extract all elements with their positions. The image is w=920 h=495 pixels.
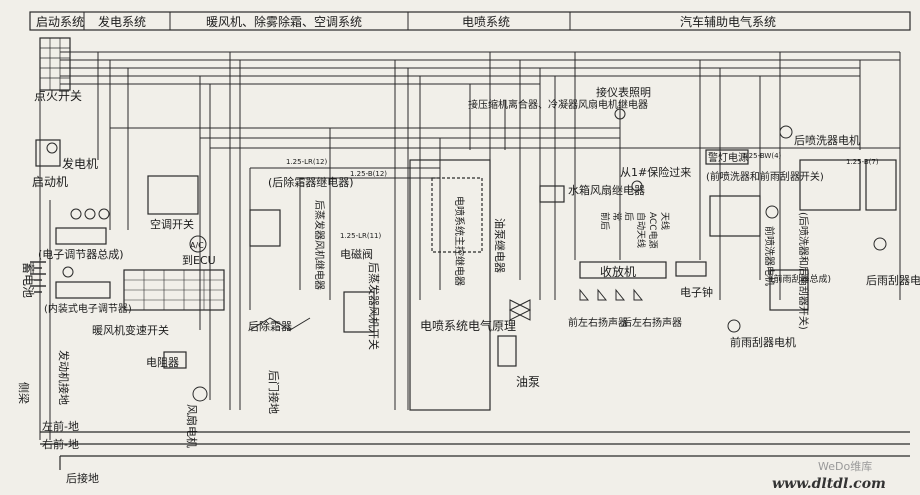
from-fuse-label: 从1#保险过来 bbox=[620, 165, 691, 179]
svg-text:A/C: A/C bbox=[190, 241, 204, 250]
rear-ground-label: 后门接地 bbox=[267, 370, 281, 414]
front-speakers-label: 前左右扬声器 bbox=[568, 316, 628, 329]
dash-lighting-label: 接仪表照明 bbox=[596, 85, 651, 99]
ac-switch-label: 空调开关 bbox=[150, 217, 194, 231]
resistor-label: 电阻器 bbox=[146, 356, 179, 369]
watermark: WeDo维库 www.dltdl.com bbox=[772, 460, 886, 492]
radio-pin-2: 常 bbox=[611, 212, 623, 221]
header-section-generator: 发电系统 bbox=[98, 14, 146, 29]
ac-switch: 空调开关 A/C 到ECU bbox=[147, 175, 216, 267]
wire-code: 1.25-BW(4) bbox=[742, 152, 782, 160]
compressor-relay-label: 接压缩机离合器、冷凝器风扇电机继电器 bbox=[468, 98, 648, 111]
front-wiper-switch-label: (前喷洗器和前雨刮器开关) bbox=[706, 170, 824, 183]
ground-labels: 左前-地 右前-地 后接地 bbox=[42, 419, 99, 485]
header-section-hvac: 暖风机、除雾除霜、空调系统 bbox=[206, 14, 362, 29]
radiator-fan-relay: 水箱风扇继电器 接仪表照明 从1#保险过来 bbox=[539, 85, 691, 203]
ignition-switch: 点火开关 bbox=[34, 37, 82, 103]
header-band: 启动系统 发电系统 暖风机、除雾除霜、空调系统 电喷系统 汽车辅助电气系统 bbox=[29, 11, 911, 31]
front-wiper-motor-label: 前雨刮器电机 bbox=[730, 335, 796, 349]
fuel-pump-label: 油泵 bbox=[516, 375, 540, 389]
rear-defrost-relay-label: (后除霜器继电器) bbox=[268, 175, 354, 189]
wire-codes: 1.25-LR(12) 1.25-B(12) 1.25-LR(11) 1.25-… bbox=[286, 152, 879, 240]
generator-label: 发电机 bbox=[62, 156, 98, 171]
radio-pin-4: 自动天线 bbox=[635, 212, 647, 248]
fan-motor-label: 风扇电机 bbox=[185, 404, 199, 448]
rear-defrost: (后除霜器继电器) 后除霜器 后门接地 后蒸发器风机继电器 后蒸发器风机开关 电… bbox=[248, 175, 381, 414]
radio-pin-3: 后 bbox=[623, 212, 634, 221]
header-section-aux: 汽车辅助电气系统 bbox=[680, 14, 776, 29]
clock-label: 电子钟 bbox=[680, 285, 713, 299]
front-wiper-assembly-label: (前雨刮器总成) bbox=[770, 273, 831, 285]
efi-relay-label: 电喷系统主控继电器 bbox=[453, 196, 466, 286]
front-washer-motor-label: 前喷洗器电机 bbox=[763, 226, 776, 286]
blower-switch-label: 暖风机变速开关 bbox=[92, 323, 169, 337]
rear-washer-motor-label: 后喷洗器电机 bbox=[794, 133, 860, 147]
starter-generator: 发电机 启动机 (电子调节器总成) (内装式电子调节器) bbox=[32, 139, 132, 315]
engine-ground-label: 发动机接地 bbox=[57, 350, 71, 405]
to-ecu-label: 到ECU bbox=[182, 254, 216, 267]
watermark-url: www.dltdl.com bbox=[772, 476, 886, 492]
efi-block: 电喷系统主控继电器 电喷系统电气原理 接压缩机离合器、冷凝器风扇电机继电器 油泵… bbox=[409, 98, 648, 411]
water-valve-label: 电磁阀 bbox=[340, 247, 373, 261]
fuel-pump-relay-label: 油泵继电器 bbox=[493, 218, 507, 273]
watermark-logo: WeDo维库 bbox=[818, 460, 872, 473]
wiper-washer: 警灯电源 (前喷洗器和前雨刮器开关) 前喷洗器电机 (前雨刮器总成) 前雨刮器电… bbox=[705, 125, 920, 349]
battery-label: 蓄电池 bbox=[21, 262, 35, 298]
antenna-label: 天线 bbox=[659, 212, 671, 230]
efi-principle-label: 电喷系统电气原理 bbox=[420, 318, 516, 333]
wire-code: 1.25-LR(12) bbox=[286, 158, 328, 166]
warning-lamp-label: 警灯电源 bbox=[708, 151, 748, 164]
ground-left-front: 左前-地 bbox=[42, 419, 79, 433]
header-section-efi: 电喷系统 bbox=[462, 15, 510, 29]
ground-rails bbox=[40, 431, 910, 470]
radiator-fan-relay-label: 水箱风扇继电器 bbox=[568, 183, 645, 197]
rear-defroster-label: 后除霜器 bbox=[248, 319, 292, 333]
builtin-regulator-label: (内装式电子调节器) bbox=[44, 302, 132, 315]
radio-label: 收放机 bbox=[600, 264, 636, 279]
starter-label: 启动机 bbox=[32, 175, 68, 189]
wire-code: 1.25-B(7) bbox=[846, 158, 879, 166]
ground-rear: 后接地 bbox=[66, 472, 99, 485]
rear-wiper-motor-label: 后雨刮器电机 bbox=[866, 273, 920, 287]
regulator-assembly-label: (电子调节器总成) bbox=[38, 247, 124, 261]
rear-speakers-label: 后左右扬声器 bbox=[622, 316, 682, 329]
header-section-start: 启动系统 bbox=[36, 15, 84, 29]
wire-code: 1.25-B(12) bbox=[350, 170, 387, 178]
rear-ac-relay-label: 后蒸发器风机继电器 bbox=[313, 200, 326, 290]
wire-code: 1.25-LR(11) bbox=[340, 232, 382, 240]
radio-pin-5: ACC电源 bbox=[647, 212, 659, 249]
body-ground-label: 侧梁 bbox=[17, 382, 31, 404]
battery: 蓄电池 bbox=[21, 261, 46, 298]
radio-unit: 收放机 前后 常 后 自动天线 ACC电源 天线 电子钟 前左右扬声器 后左右扬… bbox=[568, 212, 713, 329]
radio-pin-1: 前后 bbox=[599, 212, 611, 230]
ignition-switch-label: 点火开关 bbox=[34, 89, 82, 103]
blower-switch: 暖风机变速开关 电阻器 风扇电机 bbox=[92, 269, 225, 448]
rear-washer-switch-label: (后喷洗器和后雨刮器开关) bbox=[797, 212, 810, 330]
ground-right-front: 右前-地 bbox=[42, 437, 79, 451]
